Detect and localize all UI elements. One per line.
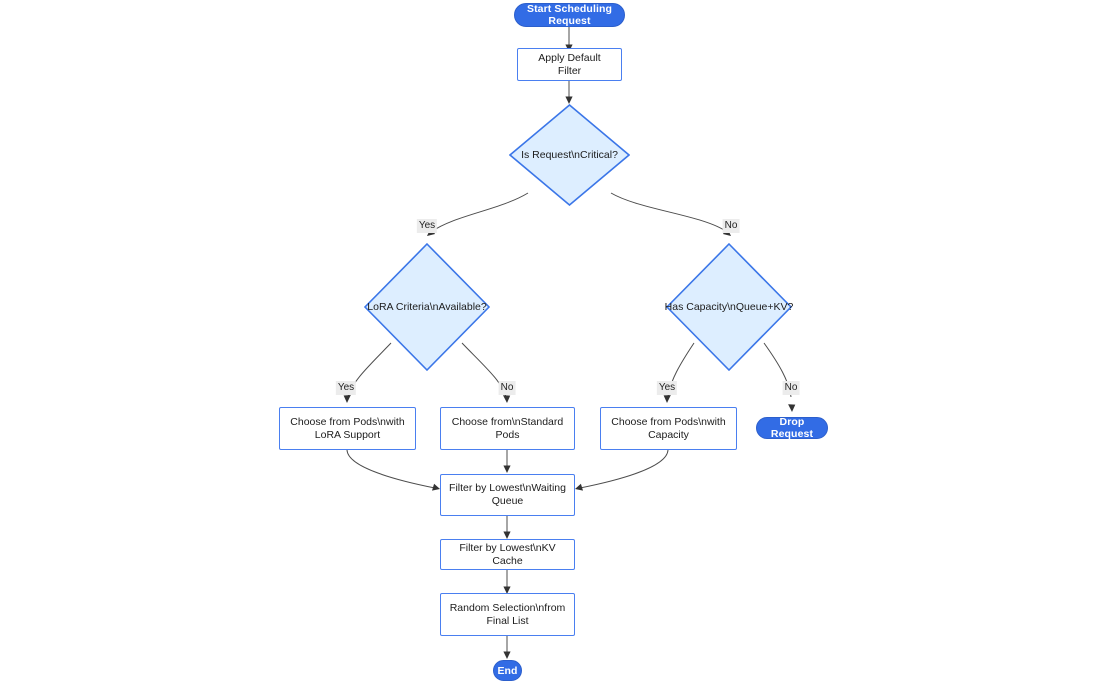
edge-label-capacity-yes: Yes bbox=[656, 381, 678, 395]
edge-choose-capacity-to-filter-queue bbox=[579, 449, 669, 489]
diamond-shape bbox=[364, 243, 490, 371]
node-choose-standard-pods-line-2: Pods bbox=[495, 428, 520, 441]
node-is-request-critical-label: Is Request\nCritical? bbox=[521, 149, 618, 161]
node-drop-request[interactable]: Drop Request bbox=[756, 416, 828, 440]
node-start-label: Start Scheduling Request bbox=[526, 3, 613, 27]
node-has-capacity-label: Has Capacity\nQueue+KV? bbox=[664, 301, 794, 313]
node-apply-default-filter[interactable]: Apply Default Filter bbox=[517, 48, 622, 81]
node-choose-pods-capacity[interactable]: Choose from Pods\nwith Capacity bbox=[600, 407, 737, 450]
node-end-label: End bbox=[497, 664, 518, 677]
node-drop-request-label: Drop Request bbox=[770, 416, 814, 440]
node-choose-pods-lora[interactable]: Choose from Pods\nwith LoRA Support bbox=[279, 407, 416, 450]
node-choose-standard-pods-line-1: Choose from\nStandard bbox=[451, 415, 564, 428]
node-choose-pods-lora-line-2: LoRA Support bbox=[314, 428, 381, 441]
diamond-shape bbox=[509, 104, 630, 206]
node-is-request-critical[interactable]: Is Request\nCritical? bbox=[509, 104, 630, 206]
node-lora-criteria-available[interactable]: LoRA Criteria\nAvailable? bbox=[364, 243, 490, 371]
node-choose-standard-pods[interactable]: Choose from\nStandard Pods bbox=[440, 407, 575, 450]
edge-critical-no-to-capacity bbox=[610, 192, 728, 233]
node-filter-kv-cache-line-1: Filter by Lowest\nKV Cache bbox=[459, 541, 556, 567]
diamond-shape bbox=[666, 243, 792, 371]
node-lora-criteria-available-label: LoRA Criteria\nAvailable? bbox=[367, 301, 487, 313]
node-filter-waiting-queue-line-1: Filter by Lowest\nWaiting bbox=[449, 482, 566, 494]
node-filter-kv-cache[interactable]: Filter by Lowest\nKV Cache bbox=[440, 539, 575, 570]
node-random-selection-line-1: Random Selection\nfrom bbox=[449, 601, 566, 614]
edge-label-lora-no: No bbox=[498, 381, 516, 395]
edge-label-capacity-no: No bbox=[782, 381, 800, 395]
node-end[interactable]: End bbox=[493, 660, 522, 681]
node-start[interactable]: Start Scheduling Request bbox=[514, 3, 625, 27]
node-random-selection[interactable]: Random Selection\nfrom Final List bbox=[440, 593, 575, 636]
edge-label-critical-no: No bbox=[722, 219, 740, 233]
node-has-capacity[interactable]: Has Capacity\nQueue+KV? bbox=[664, 243, 794, 371]
node-choose-pods-capacity-line-2: Capacity bbox=[648, 428, 689, 441]
edge-label-lora-yes: Yes bbox=[335, 381, 357, 395]
edge-choose-lora-to-filter-queue bbox=[346, 449, 436, 489]
node-random-selection-line-2: Final List bbox=[486, 614, 529, 627]
node-choose-pods-lora-line-1: Choose from Pods\nwith bbox=[290, 415, 405, 428]
node-filter-waiting-queue-line-2: Queue bbox=[491, 495, 524, 507]
node-filter-waiting-queue[interactable]: Filter by Lowest\nWaiting Queue bbox=[440, 474, 575, 516]
node-choose-pods-capacity-line-1: Choose from Pods\nwith bbox=[611, 415, 726, 428]
node-apply-default-filter-label: Apply Default Filter bbox=[538, 51, 601, 77]
edge-critical-yes-to-lora bbox=[430, 192, 529, 233]
edge-label-critical-yes: Yes bbox=[416, 219, 438, 233]
